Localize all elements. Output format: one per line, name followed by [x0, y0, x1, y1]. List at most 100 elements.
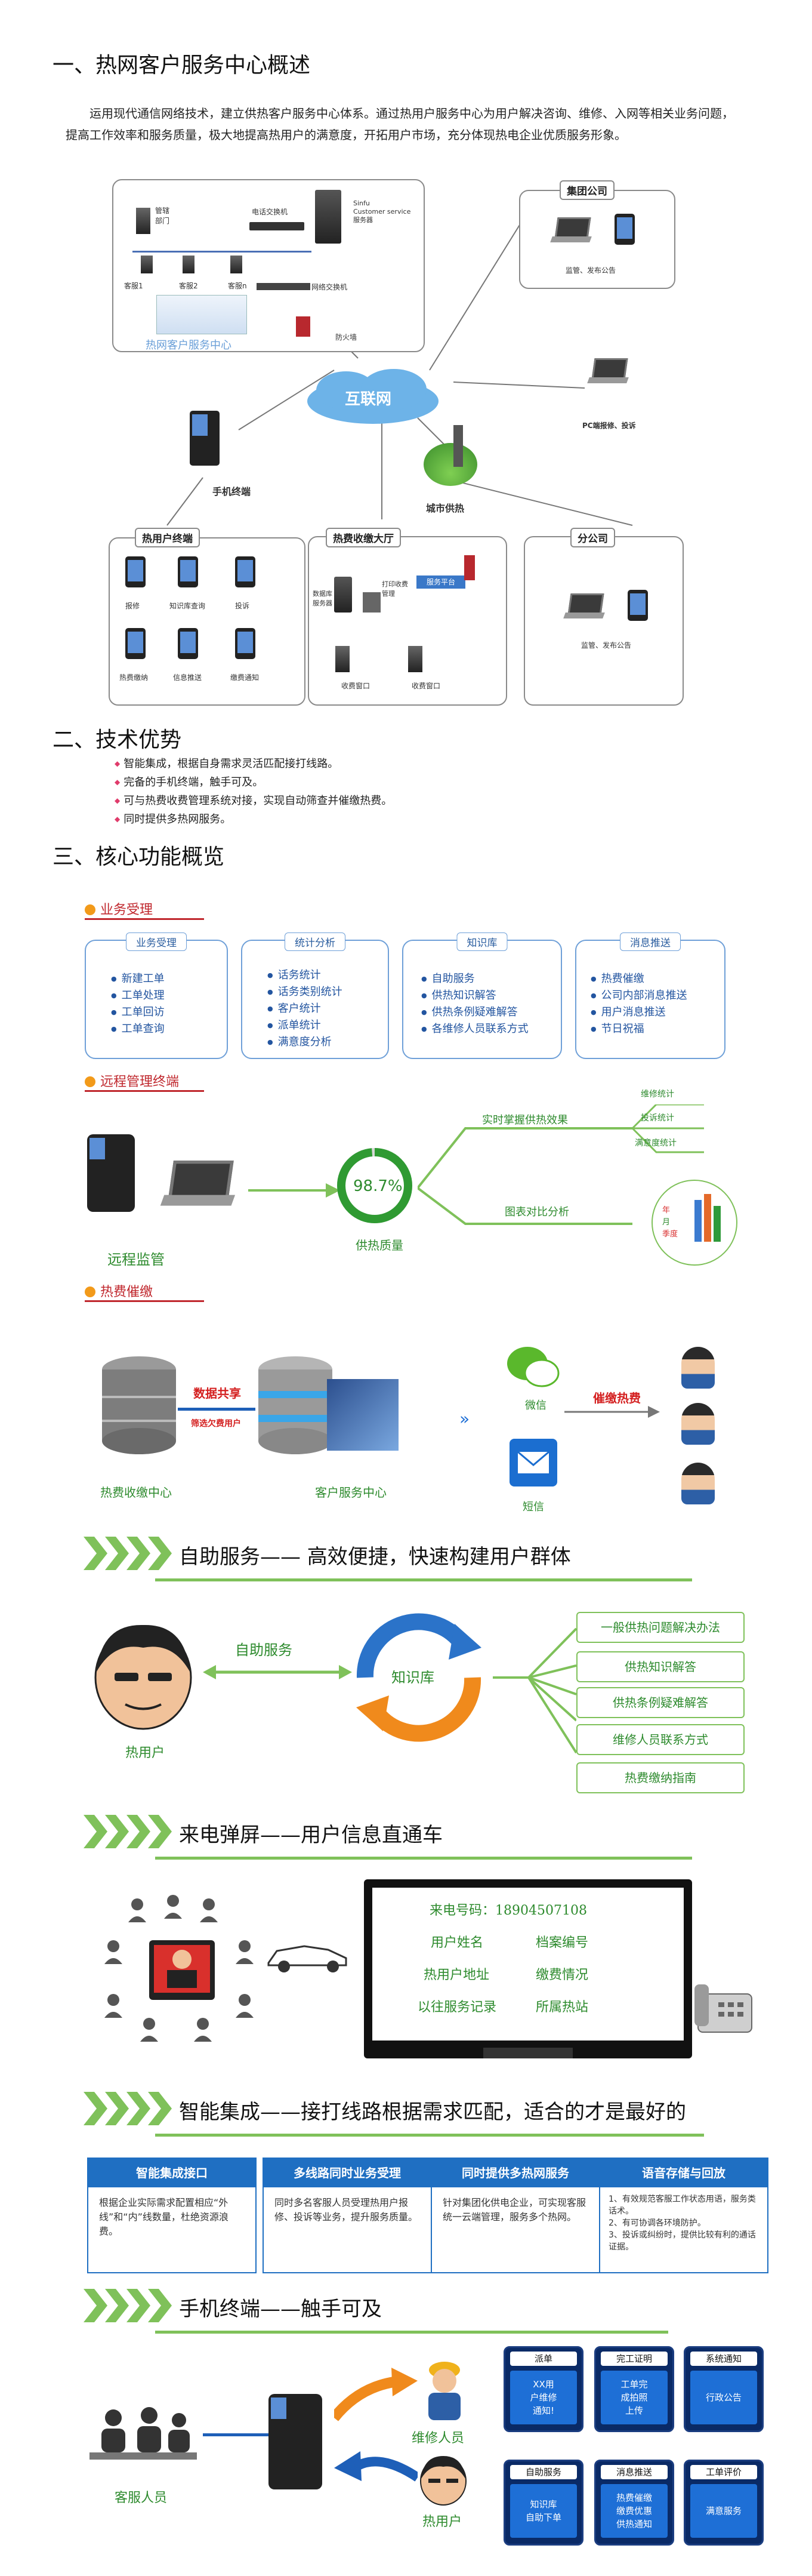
internet-label: 互联网 [345, 390, 392, 408]
remote-underline [85, 1090, 204, 1092]
maint-label: 维修统计 [641, 1090, 674, 1099]
func-box-3-title: 消息推送 [620, 932, 681, 951]
hall-sub1-label: 收费窗口 [341, 682, 371, 690]
func-item: 自助服务 [421, 971, 529, 987]
tile-review: 工单评价满意服务 [684, 2460, 764, 2546]
branch-phone-icon [628, 590, 648, 621]
banner4-chevrons-icon [84, 2289, 172, 2322]
feature-card-1-body: 同时多名客服人员受理热用户报修、投诉等业务，提升服务质量。 [274, 2197, 418, 2223]
field-station: 所属热站 [536, 2000, 589, 2015]
tech-bullets: 智能集成，根据自身需求灵活匹配接打线路。 完备的手机终端，触手可及。 可与热费收… [115, 755, 392, 829]
wechat-icon [507, 1347, 560, 1387]
remote-arrow-head-icon [326, 1183, 340, 1198]
mobile-icon [190, 411, 220, 466]
func-item: 派单统计 [267, 1017, 342, 1034]
city-heat-icon [424, 443, 477, 486]
tile-notice-head: 系统通知 [690, 2352, 757, 2366]
fee-db-icon [102, 1356, 176, 1454]
tile-self-service-body: 知识库 自助下单 [510, 2484, 577, 2538]
banner3: 智能集成——接打线路根据需求匹配，适合的才是最好的 [84, 2092, 776, 2125]
agent2-icon [183, 256, 194, 273]
knowledge-item-0: 一般供热问题解决办法 [576, 1612, 745, 1643]
feature-card-3-title: 语音存储与回放 [600, 2159, 767, 2187]
home-phone-5 [178, 628, 198, 659]
func-item: 新建工单 [111, 971, 165, 987]
tile-review-head: 工单评价 [690, 2465, 757, 2479]
sms-label: 短信 [523, 1501, 544, 1513]
arrow-to-repair-icon [334, 2368, 418, 2421]
server-label-1: Sinfu [353, 199, 370, 207]
feature-card-0: 智能集成接口根据企业实际需求配置相应“外线”和“内”线数量，杜绝资源浪费。 [87, 2158, 257, 2273]
func-item: 工单回访 [111, 1004, 165, 1021]
knowledge-label: 知识库 [391, 1669, 434, 1686]
user-avatar-3 [681, 1463, 715, 1504]
agent1-icon [141, 256, 153, 273]
home-phone-2 [178, 556, 198, 587]
func-item: 各维修人员联系方式 [421, 1021, 529, 1038]
field-address: 热用户地址 [424, 1968, 490, 1983]
remote-caption: 远程监管 [107, 1251, 165, 1268]
server-icon [315, 190, 341, 244]
section3-title: 三、核心功能概览 [53, 845, 225, 869]
func-box-0-title: 业务受理 [126, 932, 187, 951]
caller-number: 来电号码：18904507108 [430, 1900, 587, 1919]
remote-icon [85, 1076, 95, 1087]
home-item-1: 知识库查询 [169, 602, 206, 610]
chart-compare-label: 图表对比分析 [505, 1206, 569, 1218]
realtime-label: 实时掌握供热效果 [482, 1114, 568, 1127]
home-item-4: 信息推送 [173, 673, 202, 682]
agent3-icon [230, 256, 242, 273]
banner1: 自助服务—— 高效便捷，快速构建用户群体 [84, 1537, 740, 1570]
gauge [337, 1148, 412, 1223]
wechat-label: 微信 [525, 1399, 547, 1412]
agent1-label: 客服1 [124, 282, 143, 290]
home-item-2: 投诉 [235, 602, 250, 610]
func-item: 用户消息推送 [591, 1004, 687, 1021]
feature-card-0-title: 智能集成接口 [88, 2159, 255, 2187]
tile-push-head: 消息推送 [601, 2465, 668, 2479]
func-item: 满意度分析 [267, 1034, 342, 1051]
func-box-0: 业务受理 新建工单工单处理工单回访工单查询 [85, 932, 228, 1059]
filter-arrears-label: 筛选欠费用户 [191, 1419, 241, 1429]
banner4-title: 手机终端——触手可及 [179, 2297, 382, 2321]
user-avatar-2 [681, 1403, 715, 1445]
func-item: 热费催缴 [591, 971, 687, 987]
hall-printer-icon [363, 592, 381, 613]
urge-icon [85, 1287, 95, 1297]
sms-icon [510, 1439, 557, 1486]
fee-center-label: 热费收缴中心 [100, 1485, 172, 1500]
pc-laptop-icon [587, 358, 629, 383]
agent2-label: 客服2 [179, 282, 198, 290]
complaint-label: 投诉统计 [641, 1113, 674, 1123]
repair-staff-label: 维修人员 [412, 2431, 465, 2446]
func-box-3: 消息推送 热费催缴公司内部消息推送用户消息推送节日祝福 [575, 932, 725, 1059]
func-item: 话务类别统计 [267, 984, 342, 1001]
hall-firewall-icon [464, 555, 475, 580]
remote-branch-lines [418, 1104, 704, 1225]
home-item-3: 热费缴纳 [119, 673, 149, 682]
center-caption: 热网客户服务中心 [146, 339, 231, 352]
arrow-from-user-icon [334, 2451, 418, 2482]
tile-notice-body: 行政公告 [690, 2371, 757, 2424]
legend-quarter: 季度 [662, 1230, 678, 1239]
tile-completion: 完工证明工单完 成拍照 上传 [594, 2346, 674, 2432]
field-history: 以往服务记录 [418, 2000, 497, 2015]
func-box-2: 知识库 自助服务供热知识解答供热条例疑难解答各维修人员联系方式 [402, 932, 562, 1059]
banner4-underline [155, 2331, 668, 2334]
cs-agent-photo [327, 1379, 399, 1451]
func-item: 供热知识解答 [421, 987, 529, 1004]
biz-underline [85, 918, 204, 920]
hall-box [308, 536, 507, 706]
gauge-value: 98.7% [353, 1177, 403, 1195]
cs-to-phone-line [203, 2433, 268, 2436]
tech-bullet-2: 可与热费收费管理系统对接，实现自动筛查并催缴热费。 [115, 792, 392, 810]
gauge-label: 供热质量 [356, 1238, 403, 1252]
banner4: 手机终端——触手可及 [84, 2289, 740, 2322]
branch-laptop-icon [563, 593, 605, 618]
cs-staff-icon [89, 2407, 197, 2460]
home-phone-4 [125, 628, 146, 659]
switch-label: 电话交换机 [252, 208, 288, 216]
legend-year: 年 [662, 1206, 671, 1215]
tile-push-body: 热费催缴 缴费优惠 供热通知 [601, 2484, 668, 2538]
tech-bullet-1: 完备的手机终端，触手可及。 [115, 773, 392, 792]
